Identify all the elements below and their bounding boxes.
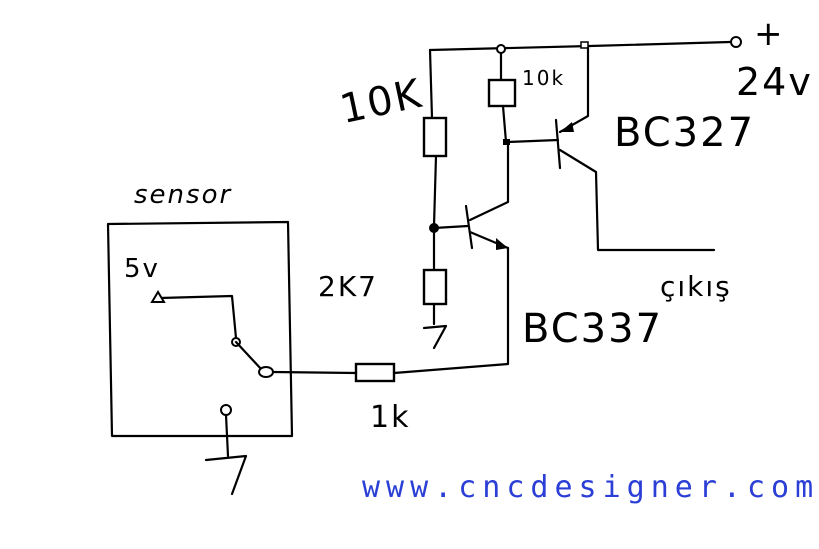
bc337-emitter-arrow [496, 238, 508, 250]
sensor-output-terminal [258, 366, 274, 378]
resistor-10k-right-label: 10k [522, 66, 566, 90]
wire-node-to-bc327-base [506, 138, 560, 144]
bc327-emitter [558, 46, 590, 134]
output-label: çıkış [660, 270, 732, 303]
bc337-collector [468, 140, 510, 222]
bc327-base-bar [554, 118, 562, 170]
bc337-base-bar [464, 204, 474, 250]
wire-10k-right-to-node [501, 104, 508, 144]
sensor-box [106, 220, 294, 438]
sensor-ground-terminal [220, 404, 232, 416]
website-watermark: www.cncdesigner.com [362, 470, 819, 505]
ground-symbol-2k7 [422, 324, 448, 350]
supply-plus-label: + [754, 14, 785, 54]
bc327-collector [558, 148, 716, 252]
sensor-5v-wire [158, 294, 238, 340]
resistor-2k7-label: 2K7 [318, 270, 378, 303]
resistor-2k7 [422, 268, 448, 306]
bc337-label: BC337 [522, 306, 664, 352]
wire-1k-to-bc337 [392, 246, 510, 375]
resistor-1k [354, 362, 396, 383]
sensor-ground-symbol [204, 454, 248, 496]
resistor-1k-label: 1k [370, 400, 411, 435]
sensor-ground-wire [224, 413, 230, 458]
wire-10k-to-node [432, 154, 438, 228]
resistor-10k-right [487, 78, 517, 108]
sensor-supply-label: 5v [124, 254, 160, 284]
wire-rail-to-10k [428, 48, 434, 120]
bc327-emitter-arrow [560, 122, 574, 132]
sensor-title: sensor [134, 180, 233, 210]
supply-rail [428, 40, 732, 52]
bc327-label: BC327 [614, 110, 756, 156]
junction-top [496, 44, 506, 54]
supply-voltage-label: 24v [736, 60, 813, 104]
supply-terminal [730, 36, 742, 48]
junction-top-right [580, 41, 589, 49]
wire-node-to-bc337-base [432, 224, 470, 230]
bc327-base-node [503, 139, 510, 145]
sensor-5v-terminal [150, 290, 166, 303]
sensor-switch-arm [234, 340, 264, 372]
wire-sensor-to-1k [271, 370, 358, 375]
resistor-10k-left [422, 116, 448, 158]
